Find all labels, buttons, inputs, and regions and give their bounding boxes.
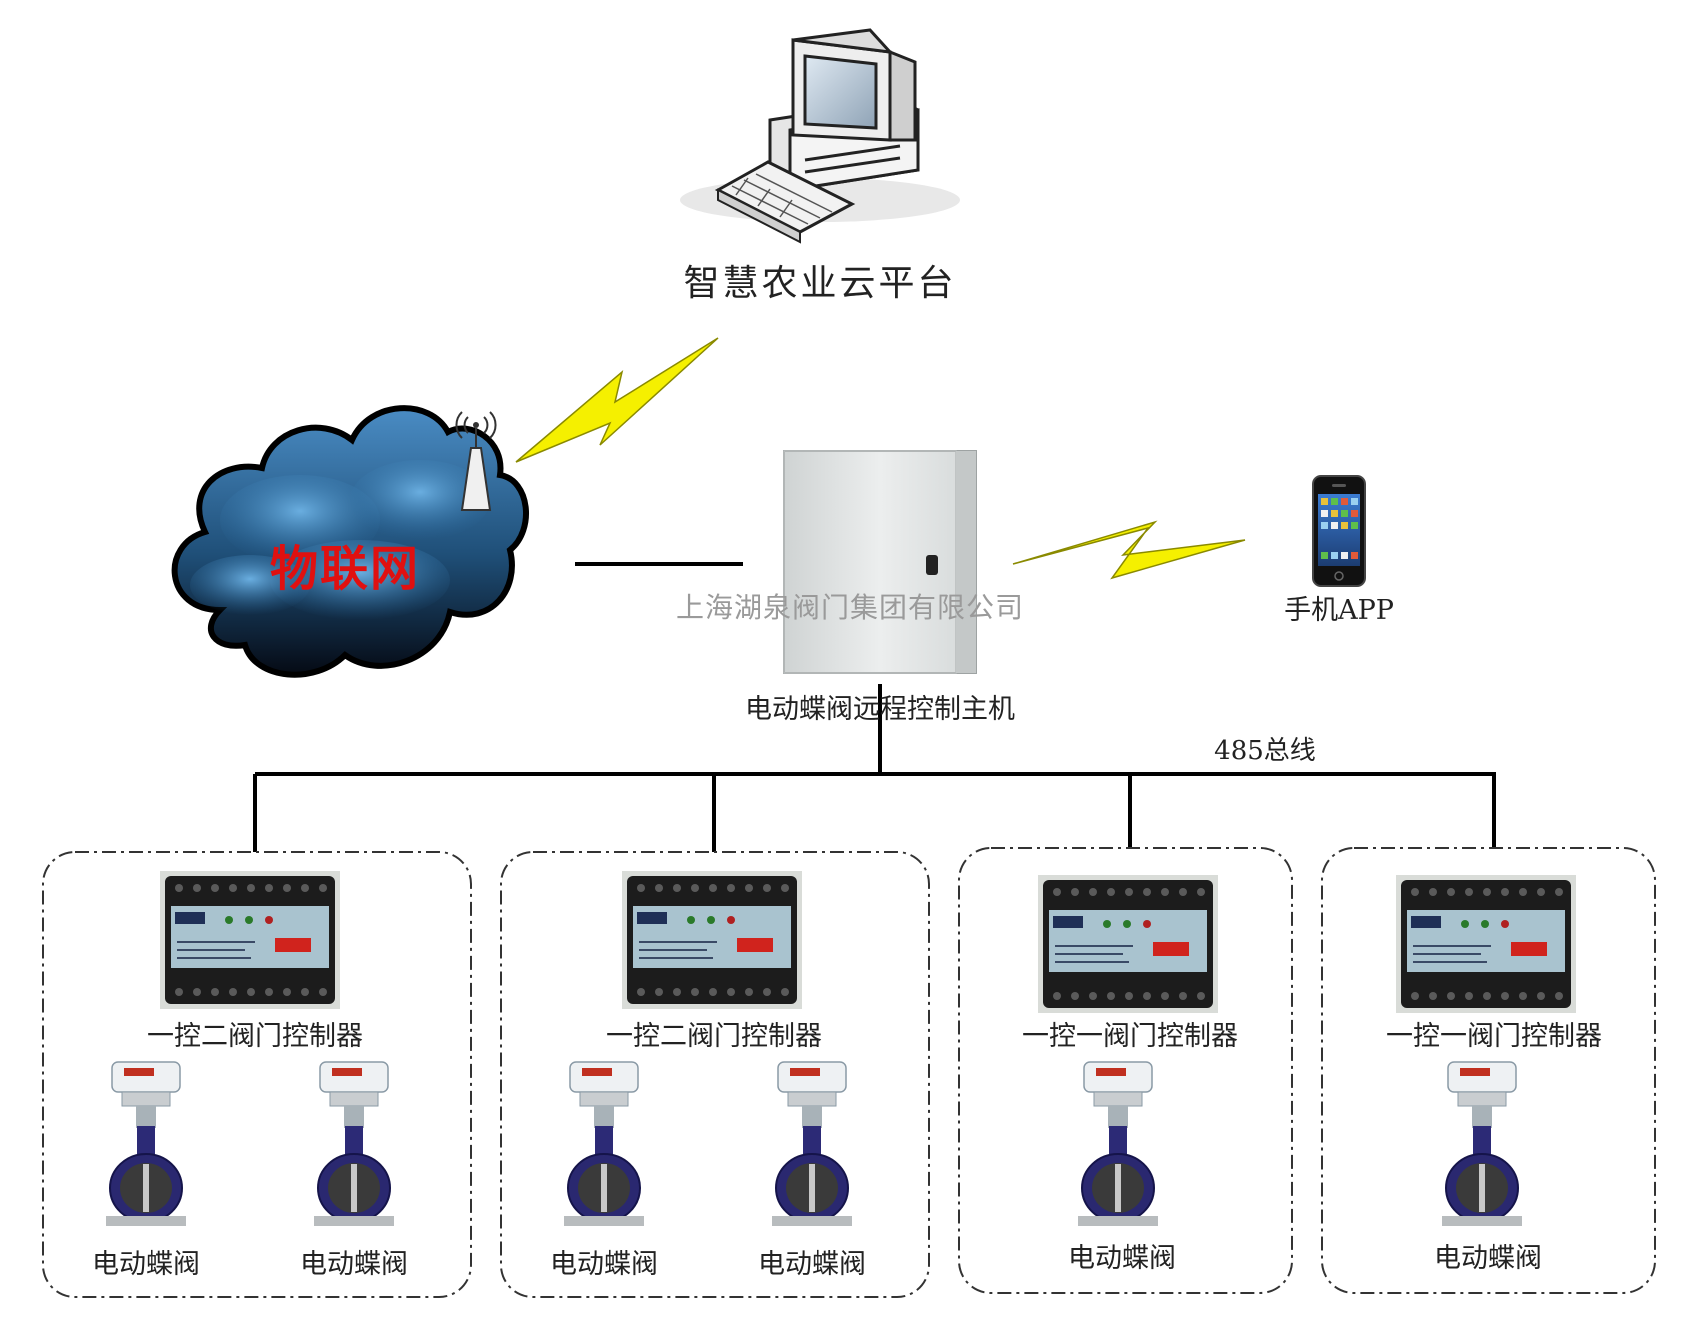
smartphone-icon (1312, 475, 1366, 587)
controller-label: 一控一阀门控制器 (1386, 1021, 1602, 1052)
butterfly-valve-icon (564, 1061, 644, 1226)
butterfly-valve-icon (1078, 1061, 1158, 1226)
valve-controller-icon (622, 871, 802, 1009)
antenna-icon (455, 411, 497, 511)
group-box (958, 847, 1293, 1294)
lightning-bolt-icon (1012, 520, 1246, 580)
iot-label: 物联网 (269, 541, 421, 597)
valve-label: 电动蝶阀 (550, 1249, 658, 1280)
group-box (1321, 847, 1656, 1294)
group-box (42, 851, 472, 1298)
valve-label: 电动蝶阀 (300, 1249, 408, 1280)
butterfly-valve-icon (772, 1061, 852, 1226)
desktop-computer-icon (680, 28, 960, 244)
control-cabinet-icon (783, 450, 977, 674)
butterfly-valve-icon (314, 1061, 394, 1226)
valve-controller-icon (1038, 875, 1218, 1013)
valve-label: 电动蝶阀 (1434, 1243, 1542, 1274)
host-watermark: 上海湖泉阀门集团有限公司 (675, 591, 1025, 624)
platform-label: 智慧农业云平台 (683, 263, 957, 304)
group-box (500, 851, 930, 1298)
lightning-bolt-icon (515, 337, 719, 463)
controller-label: 一控二阀门控制器 (147, 1021, 363, 1052)
butterfly-valve-icon (106, 1061, 186, 1226)
rs485-bus (253, 684, 1496, 852)
controller-label: 一控一阀门控制器 (1022, 1021, 1238, 1052)
app-label: 手机APP (1284, 595, 1394, 626)
controller-label: 一控二阀门控制器 (606, 1021, 822, 1052)
bus-label: 485总线 (1214, 736, 1316, 766)
valve-label: 电动蝶阀 (758, 1249, 866, 1280)
host-label: 电动蝶阀远程控制主机 (745, 694, 1015, 725)
valve-label: 电动蝶阀 (1068, 1243, 1176, 1274)
butterfly-valve-icon (1442, 1061, 1522, 1226)
cloud-icon (171, 405, 529, 678)
valve-controller-icon (160, 871, 340, 1009)
valve-controller-icon (1396, 875, 1576, 1013)
valve-label: 电动蝶阀 (92, 1249, 200, 1280)
